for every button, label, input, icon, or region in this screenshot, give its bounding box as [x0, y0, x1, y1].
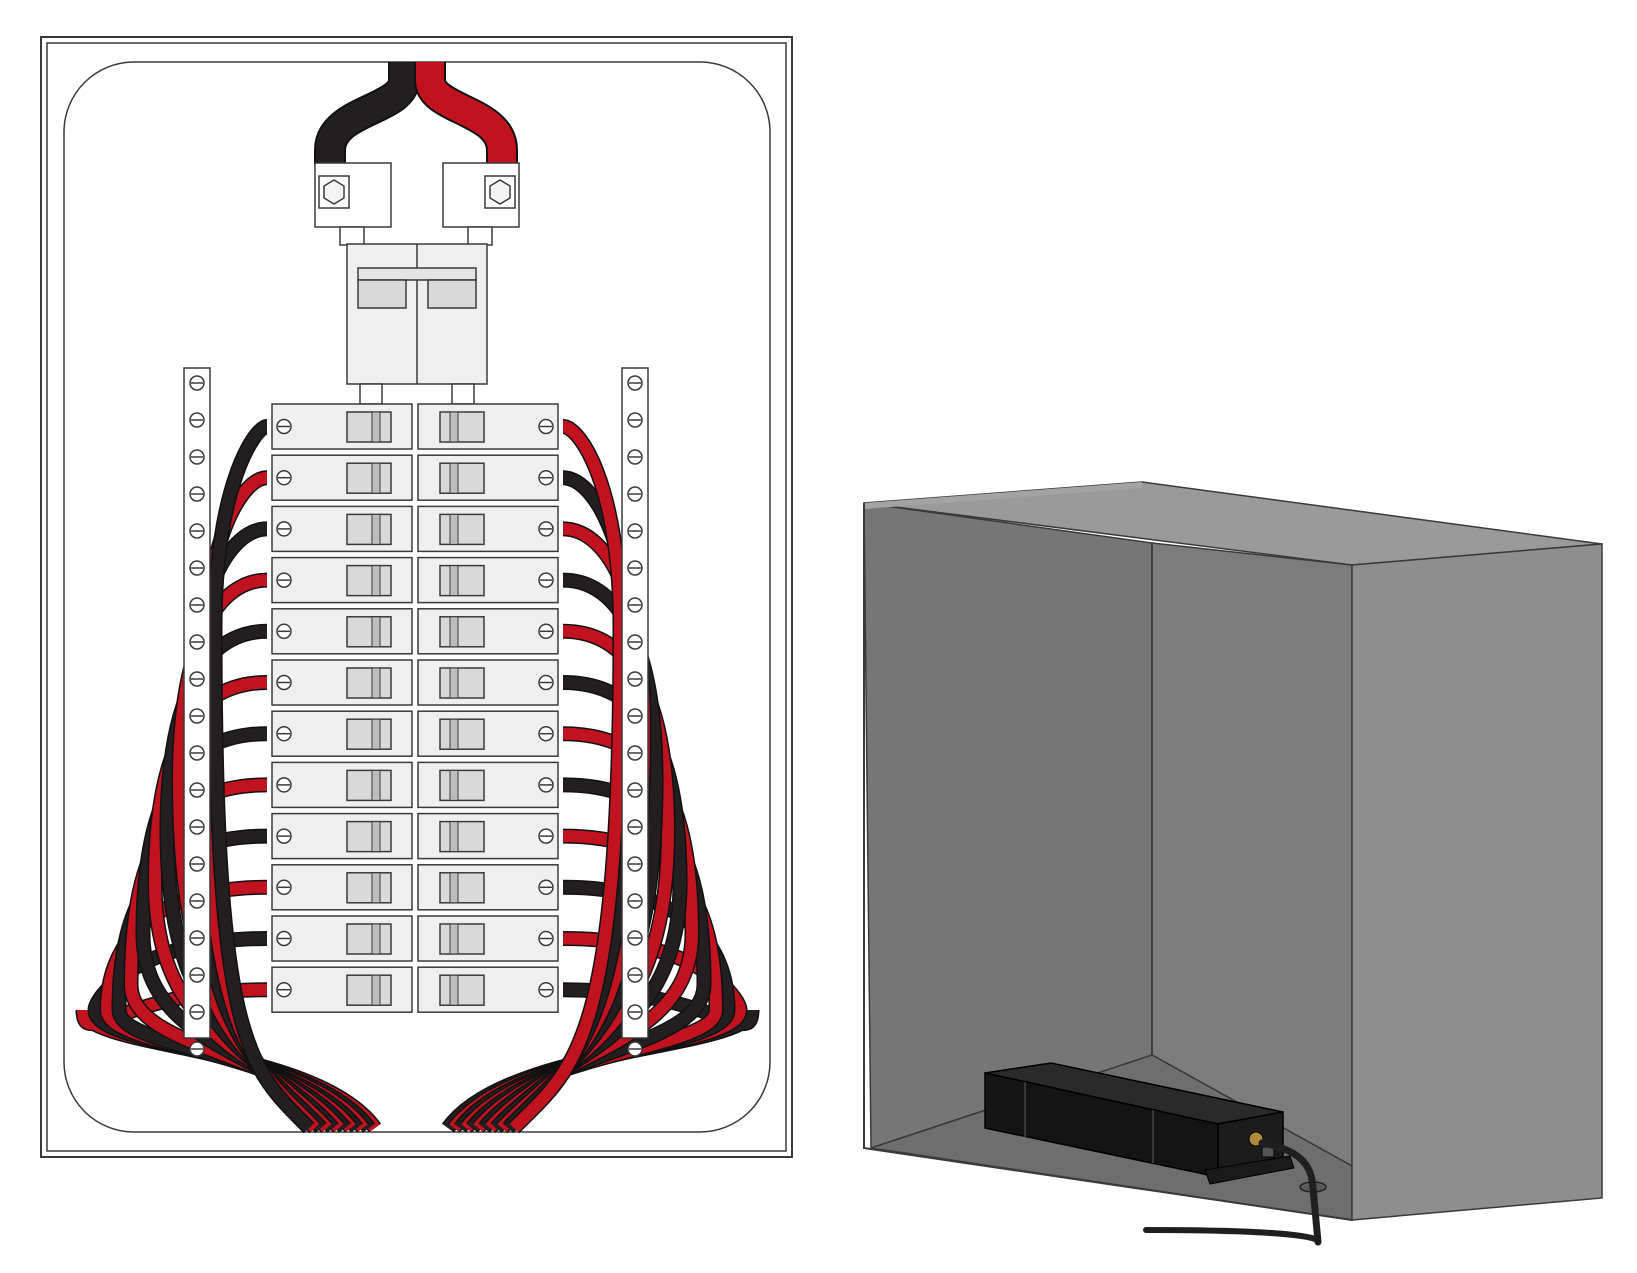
breaker-right [417, 608, 559, 655]
breaker-right [417, 812, 559, 860]
breaker-toggle [371, 462, 381, 494]
lug-stem [339, 226, 365, 246]
main-feed [314, 62, 520, 405]
breaker-right [417, 761, 559, 809]
main-breaker-handle-left [357, 279, 407, 309]
enclosure-front-edge [864, 482, 1142, 509]
breaker-right [417, 864, 559, 911]
breaker-handle [439, 667, 485, 699]
electrical-panel [40, 36, 793, 1158]
enclosure-outline [863, 503, 1353, 1221]
breaker-right [417, 710, 559, 757]
breaker-handle [439, 411, 485, 443]
breaker-handle [346, 616, 392, 648]
breaker-right [417, 659, 559, 706]
panel-inner-frame [46, 42, 787, 1152]
breaker-toggle [449, 565, 459, 597]
main-breaker-tie-bar [357, 267, 477, 281]
breaker-toggle [371, 872, 381, 904]
enclosure-inner-left-wall [863, 502, 1153, 1150]
breaker-toggle [371, 974, 381, 1006]
antenna-whip [1143, 1227, 1321, 1243]
breaker-toggle [371, 616, 381, 648]
device-mount-flange [1204, 1155, 1295, 1185]
breaker-handle [346, 769, 392, 802]
breaker-handle [346, 513, 392, 546]
breaker-toggle [371, 718, 381, 750]
neutral-bar-left [183, 367, 211, 1039]
breaker-handle [346, 564, 392, 597]
breaker-handle [439, 820, 485, 853]
hex-bolt-icon [489, 179, 511, 205]
breaker-handle [439, 923, 485, 955]
breaker-toggle [449, 462, 459, 494]
breaker-array [271, 403, 559, 1013]
main-breaker-handle-right [427, 279, 477, 309]
enclosure-side-wall [1351, 543, 1603, 1221]
breaker-handle [439, 564, 485, 597]
breaker-right [417, 966, 559, 1013]
breaker-handle [439, 769, 485, 802]
breaker-toggle [449, 821, 459, 853]
neutral-bar-right [621, 367, 649, 1039]
breaker-toggle [449, 974, 459, 1006]
breaker-toggle [371, 513, 381, 545]
breaker-handle [346, 872, 392, 904]
main-breaker-stem-right [451, 383, 475, 405]
breaker-toggle [371, 565, 381, 597]
breaker-handle [439, 513, 485, 546]
breaker-right [417, 454, 559, 501]
breaker-handle [439, 872, 485, 904]
breaker-handle [346, 411, 392, 443]
main-breaker-stem-left [359, 383, 383, 405]
breaker-handle [346, 923, 392, 955]
breaker-toggle [449, 411, 459, 443]
lug-stem [467, 226, 493, 246]
feed-wire-left [316, 62, 418, 165]
breaker-right [417, 403, 559, 450]
breaker-right [417, 505, 559, 553]
breaker-handle [439, 462, 485, 494]
breaker-handle [346, 718, 392, 750]
breaker-handle [439, 616, 485, 648]
breaker-right [417, 915, 559, 962]
branch-wire-right [509, 420, 627, 1133]
enclosure-box [863, 481, 1603, 1246]
breaker-toggle [449, 513, 459, 545]
antenna-cable [1258, 1139, 1322, 1246]
breaker-toggle [449, 667, 459, 699]
breaker-toggle [371, 411, 381, 443]
breaker-toggle [449, 923, 459, 955]
breaker-toggle [449, 718, 459, 750]
breaker-handle [346, 820, 392, 853]
feed-wire-right [416, 62, 516, 165]
breaker-toggle [371, 821, 381, 853]
breaker-handle [439, 718, 485, 750]
breaker-handle [346, 974, 392, 1006]
breaker-handle [346, 667, 392, 699]
breaker-toggle [449, 872, 459, 904]
neutral-bars [183, 367, 649, 1057]
breaker-toggle [449, 769, 459, 801]
breaker-toggle [371, 923, 381, 955]
wireless-device [984, 1062, 1327, 1246]
breaker-toggle [449, 616, 459, 648]
branch-wire-left [208, 420, 314, 1133]
breaker-handle [346, 462, 392, 494]
hex-bolt-icon [323, 179, 345, 205]
breaker-handle [439, 974, 485, 1006]
breaker-toggle [371, 769, 381, 801]
breaker-right [417, 556, 559, 604]
breaker-toggle [371, 667, 381, 699]
